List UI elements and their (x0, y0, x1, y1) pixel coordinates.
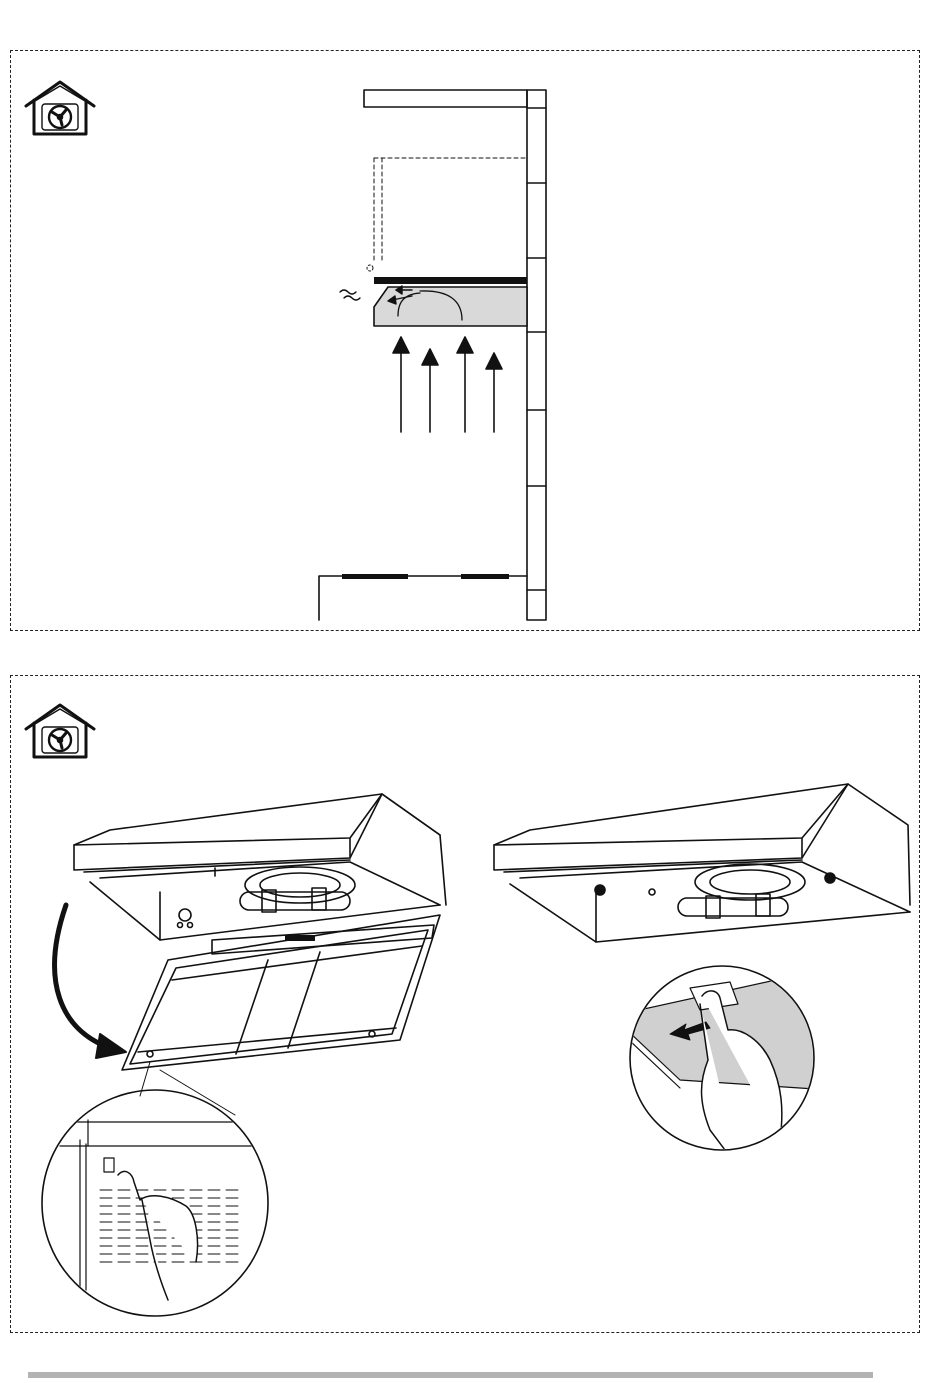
cabinet-bottom-panel (374, 277, 527, 284)
house-fan-recirculation-icon (26, 82, 94, 134)
detail-zoom-latch-left (42, 1062, 280, 1316)
hand-pressing-latch (118, 1171, 198, 1300)
fan-motor (240, 867, 355, 912)
cooker-hood (374, 287, 527, 326)
footer-divider-bar (28, 1372, 873, 1378)
open-direction-arrow (55, 905, 110, 1048)
lamp (179, 909, 191, 921)
kitchen-wall (527, 90, 546, 620)
cooktop (319, 574, 527, 620)
upper-shelf (364, 90, 527, 107)
wall-cabinet-outline (374, 158, 527, 262)
hood-open-right (494, 784, 910, 942)
rising-air-arrows (393, 337, 502, 432)
house-fan-recirculation-icon (26, 705, 94, 757)
detail-zoom-filter-slide (612, 966, 830, 1170)
hood-open-left (55, 794, 446, 1070)
fan-motor (678, 864, 805, 918)
